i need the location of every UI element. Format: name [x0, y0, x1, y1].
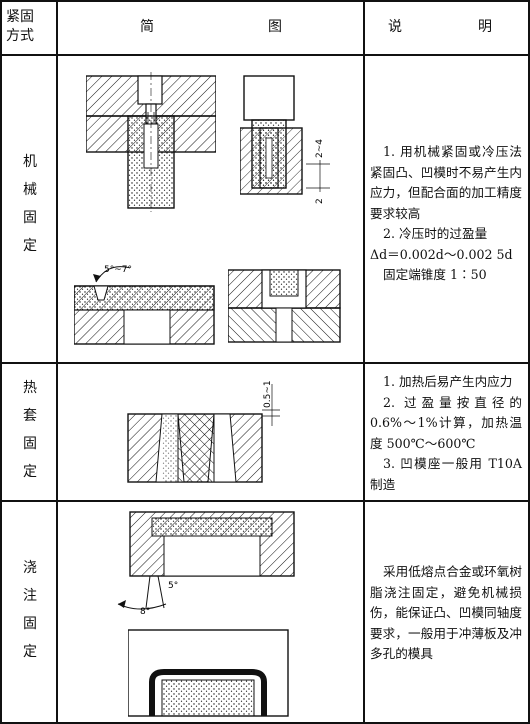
method-mechanical: 机 械 固 定 [23, 154, 37, 254]
desc-casting: 采用低熔点合金或环氧树脂浇注固定，避免机械损伤，能保证凸、凹模同轴度要求，一般用… [370, 564, 522, 661]
figure-press-fit: 2~4 2 [240, 75, 330, 204]
row-divider-1 [0, 362, 530, 364]
header-desc-2: 明 [478, 19, 492, 35]
dim-interference: 0.5~1 [263, 380, 273, 408]
desc-mechanical: 1. 用机械紧固或冷压法紧固凸、凹模时不易产生内应力，但配合面的加工精度要求较高… [370, 144, 522, 282]
header-divider [0, 54, 530, 56]
figure-screw-fastening [86, 72, 216, 212]
desc-shrink-fit: 1. 加热后易产生内应力 2. 过盈量按直径的 0.6%～1%计算，加热温度 5… [370, 374, 522, 492]
dim-press-depth: 2~4 [315, 139, 325, 158]
header-figure-1: 简 [140, 19, 154, 35]
figure-cast-fastening-detail [128, 629, 289, 717]
method-casting: 浇 注 固 定 [23, 560, 37, 660]
col-divider-1 [56, 0, 58, 724]
table-border-right [528, 0, 530, 724]
header-method: 紧固 方式 [6, 9, 34, 44]
dim-press-step: 2 [315, 198, 325, 204]
table-border-bottom [0, 722, 530, 724]
table-border-left [0, 0, 2, 724]
col-divider-2 [363, 0, 365, 724]
figure-flared-fastening: 5°~7° [74, 265, 215, 345]
table-border-top [0, 0, 530, 2]
figure-cast-fastening: 5° 8° [117, 511, 295, 617]
header-desc-1: 说 [388, 19, 402, 35]
dim-cast-angle-2: 8° [140, 607, 150, 617]
figure-insert-ring [228, 269, 341, 343]
row-divider-2 [0, 500, 530, 502]
method-shrink-fit: 热 套 固 定 [23, 380, 37, 480]
figure-shrink-fit: 0.5~1 [127, 380, 280, 483]
header-figure-2: 图 [268, 19, 282, 35]
dim-cast-angle-1: 5° [168, 581, 178, 591]
dim-flare-angle: 5°~7° [104, 265, 132, 275]
